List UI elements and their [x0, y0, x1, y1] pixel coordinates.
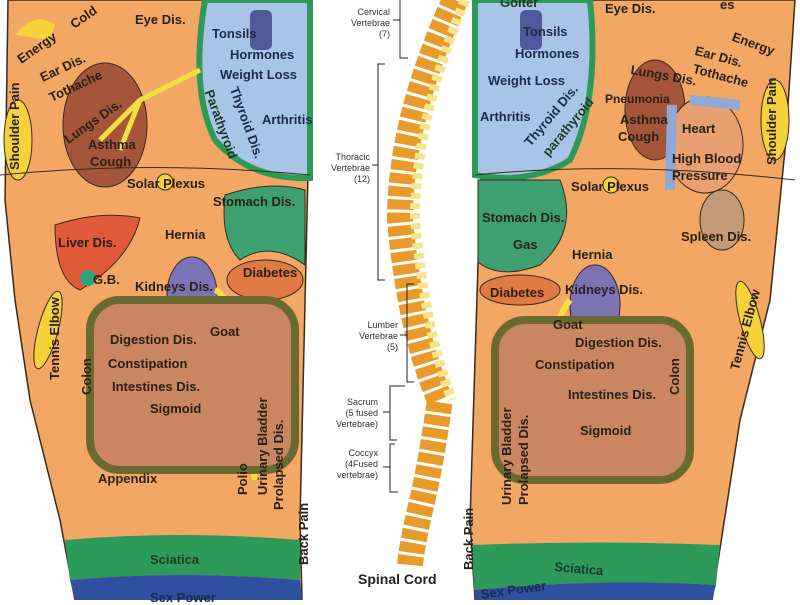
label-high-blood: High Blood	[672, 151, 742, 166]
left-tennis-zone	[33, 290, 63, 370]
label-prolapsed: Prolapsed Dis.	[516, 414, 531, 505]
spinal-cord-title: Spinal Cord	[358, 571, 437, 587]
label-spleen: Spleen Dis.	[681, 229, 752, 244]
right-stomach	[477, 179, 568, 273]
left-diaphragm-line	[0, 167, 311, 176]
spine-highlight	[409, 0, 470, 402]
label-sigmoid: Sigmoid	[580, 423, 632, 438]
label-sciatica: Sciatica	[150, 552, 200, 567]
label-hormones: Hormones	[515, 46, 580, 61]
label-cough: Cough	[90, 154, 132, 169]
label-sacrum: Sacrum (5 fused Vertebrae)	[335, 397, 378, 429]
label-kidneys: Kidneys Dis.	[135, 279, 214, 294]
label-arthritis: Arthritis	[480, 109, 531, 124]
left-toe-yellow	[15, 19, 55, 40]
left-sex-power-band	[70, 575, 302, 600]
label-tonsils: Tonsils	[523, 24, 568, 39]
label-diabetes: Diabetes	[490, 285, 545, 300]
label-thoracic: Thoracic Vertebrae (12)	[330, 152, 370, 184]
label-coccyx: Coccyx (4Fused vertebrae)	[336, 448, 378, 480]
label-urinary-bladder: Urinary Bladder	[499, 407, 514, 505]
label-lumber: Lumber Vertebrae (5)	[358, 320, 398, 352]
label-cervical: Cervical Vertebrae (7)	[350, 7, 390, 39]
label-prolapsed: Prolapsed Dis.	[271, 419, 286, 510]
right-tonsil-stack	[520, 10, 542, 50]
label-sigmoid: Sigmoid	[150, 401, 202, 416]
right-sciatica-band	[472, 542, 720, 590]
right-intestines	[491, 316, 694, 484]
left-thyroid-zone	[196, 0, 313, 182]
right-thyroid-zone	[472, 0, 596, 181]
label-solar-plexus: Solar Plexus	[571, 179, 650, 194]
label-shoulder-pain: Shoulder Pain	[764, 77, 779, 165]
label-toe: es	[720, 0, 735, 12]
label-kidneys: Kidneys Dis.	[565, 282, 644, 297]
label-constipation: Constipation	[535, 357, 615, 372]
left-solar-plexus	[156, 173, 174, 191]
right-tennis-zone	[735, 280, 765, 360]
label-weight-loss: Weight Loss	[220, 67, 298, 82]
label-stomach: Stomach Dis.	[213, 194, 296, 209]
label-tennis-elbow: Tennis Elbow	[47, 297, 62, 380]
label-appendix: Appendix	[98, 471, 158, 486]
right-spleen	[699, 189, 745, 251]
label-solar-plexus: Solar Plexus	[127, 176, 206, 191]
label-goat: Goat	[210, 324, 240, 339]
label-gb: G.B.	[93, 272, 120, 287]
label-gas: Gas	[513, 237, 538, 252]
label-pressure: Pressure	[672, 168, 728, 183]
label-hormones: Hormones	[230, 47, 295, 62]
right-vessels	[665, 95, 741, 191]
label-arthritis: Arthritis	[262, 112, 313, 127]
spine	[386, 0, 467, 567]
left-sciatica-band	[65, 535, 300, 580]
label-urinary-bladder: Urinary Bladder	[255, 397, 270, 495]
label-intestines: Intestines Dis.	[568, 387, 657, 402]
right-pancreas	[479, 274, 561, 306]
label-back-pain: Back Pain	[461, 507, 476, 570]
label-stomach: Stomach Dis.	[482, 210, 565, 225]
label-diabetes: Diabetes	[243, 265, 298, 280]
label-eye: Eye Dis.	[135, 12, 186, 27]
label-cough: Cough	[618, 129, 660, 144]
label-constipation: Constipation	[108, 356, 188, 371]
label-heart: Heart	[682, 121, 716, 136]
left-gallbladder	[80, 270, 96, 286]
label-colon: Colon	[667, 358, 682, 395]
label-hernia: Hernia	[165, 227, 206, 242]
right-diaphragm-line	[474, 168, 796, 181]
label-goiter: Goiter	[500, 0, 539, 10]
left-bronchus	[98, 67, 202, 151]
left-stomach	[223, 185, 306, 266]
label-shoulder-pain: Shoulder Pain	[7, 82, 22, 170]
label-digestion: Digestion Dis.	[575, 335, 662, 350]
left-lung	[62, 62, 148, 188]
label-colon: Colon	[79, 358, 94, 395]
label-goat: Goat	[553, 317, 583, 332]
label-pneumonia: Pneumonia	[605, 92, 670, 106]
label-eye: Eye Dis.	[605, 1, 656, 16]
right-shoulder-zone	[760, 79, 790, 161]
label-asthma: Asthma	[88, 137, 136, 152]
label-hernia: Hernia	[572, 247, 613, 262]
label-liver: Liver Dis.	[58, 235, 117, 250]
left-intestines	[86, 296, 299, 474]
label-back-pain: Back Pain	[296, 502, 311, 565]
label-polio: Polio	[235, 463, 250, 495]
label-sex-power: Sex Power	[150, 590, 216, 605]
left-liver	[54, 214, 141, 291]
label-digestion: Digestion Dis.	[110, 332, 197, 347]
right-sex-power-band	[474, 582, 716, 600]
left-shoulder-zone	[3, 99, 33, 181]
label-tonsils: Tonsils	[212, 26, 257, 41]
label-asthma: Asthma	[620, 112, 668, 127]
spine-brackets	[372, 0, 414, 493]
right-solar-plexus	[602, 176, 620, 194]
label-weight-loss: Weight Loss	[488, 73, 566, 88]
left-tonsil-stack	[250, 10, 272, 50]
label-intestines: Intestines Dis.	[112, 379, 201, 394]
